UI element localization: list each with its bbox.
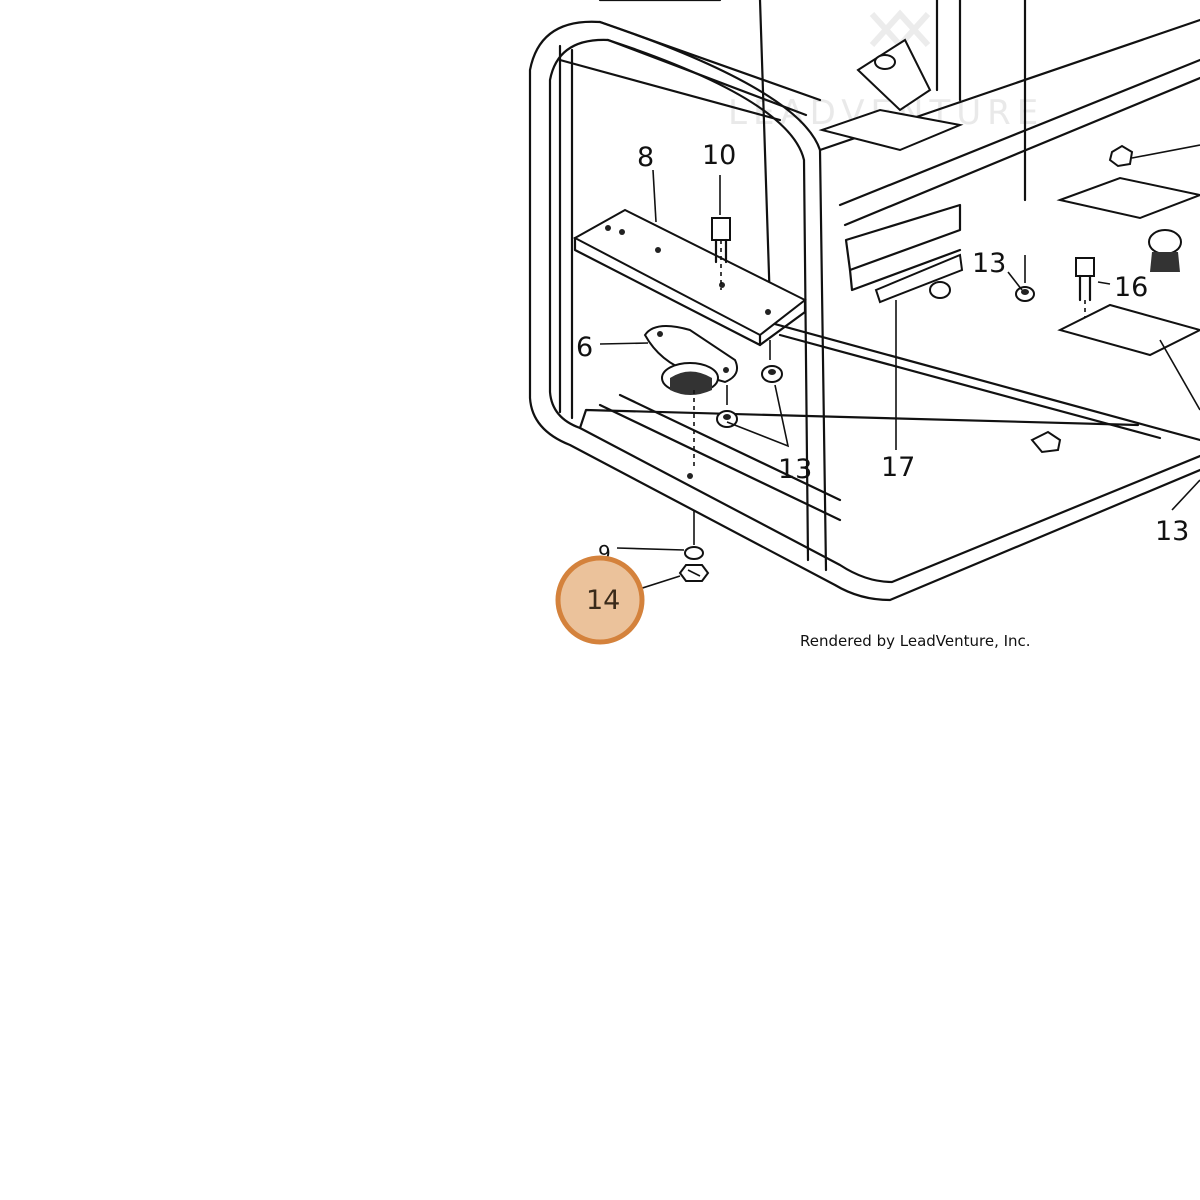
callout-label-16: 16	[1114, 272, 1148, 303]
render-credit: Rendered by LeadVenture, Inc.	[800, 632, 1031, 650]
callout-label-17: 17	[881, 452, 915, 483]
callout-label-10: 10	[702, 140, 736, 171]
part-16-bolt	[1075, 257, 1095, 320]
nut-13-right	[929, 255, 1062, 454]
right-mount-plate	[1056, 144, 1200, 357]
callout-label-8: 8	[637, 142, 654, 173]
part-8-bracket	[572, 208, 807, 347]
fastener-nuts-13	[716, 340, 783, 428]
callout-label-13-lower: 13	[778, 454, 812, 485]
part-17-rail	[874, 253, 964, 304]
callout-label-13-right: 13	[1155, 516, 1189, 547]
rear-top-bracket	[818, 38, 964, 152]
callout-label-6: 6	[576, 332, 593, 363]
fastener-column-9-14	[678, 390, 710, 582]
highlighted-part-14[interactable]: 14	[555, 555, 645, 645]
part-6-mount	[643, 325, 738, 395]
fastener-column-10	[711, 217, 731, 290]
highlight-label-14[interactable]: 14	[586, 585, 620, 616]
leader-lines	[599, 169, 1200, 593]
callout-label-13-upper: 13	[972, 248, 1006, 279]
highlight-marker[interactable]	[555, 555, 645, 645]
generator-frame	[528, 0, 1200, 602]
